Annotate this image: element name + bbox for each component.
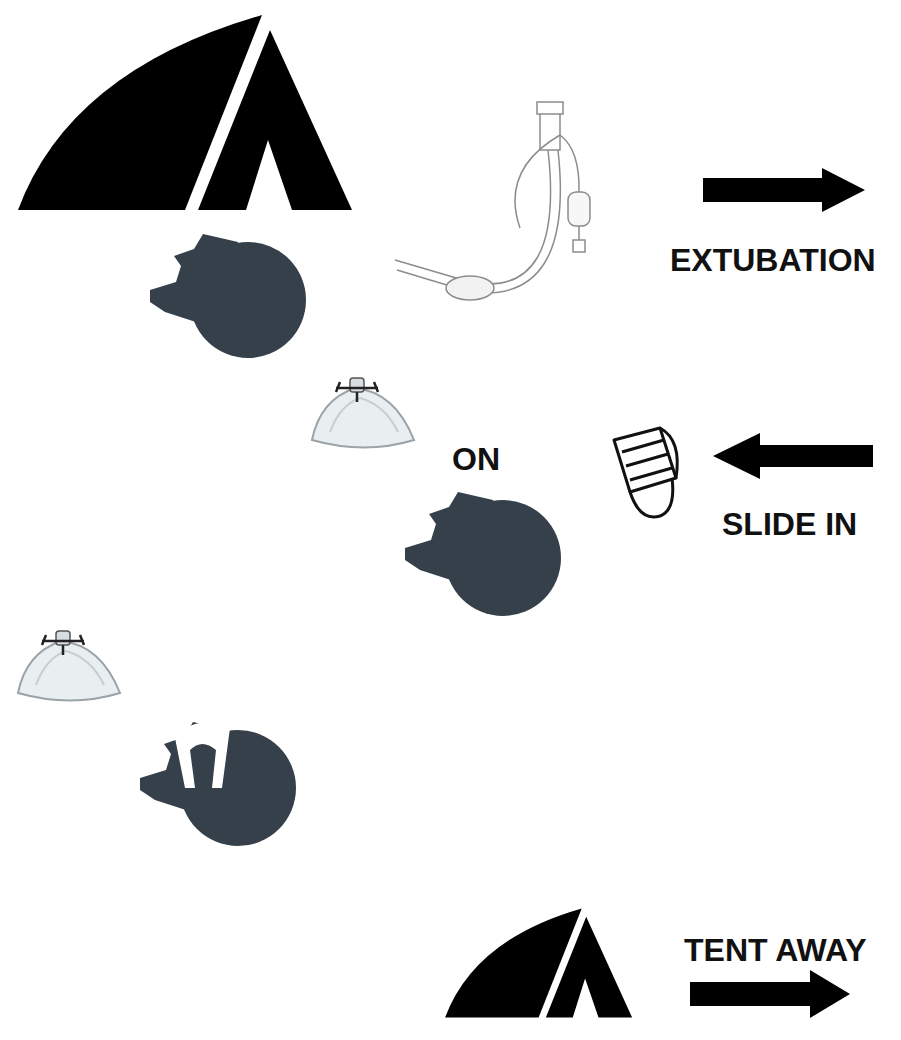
step-label: ON [452, 443, 500, 475]
endotracheal-tube [395, 102, 590, 300]
patient-head-masked [140, 722, 296, 846]
step-label: SLIDE IN [722, 508, 857, 540]
patient-head [405, 492, 561, 616]
step-label: EXTUBATION [670, 244, 876, 276]
oxygen-mask [18, 631, 120, 701]
direction-arrow [703, 168, 865, 212]
direction-arrow [690, 970, 850, 1018]
oxygen-mask [312, 378, 414, 448]
patient-head [150, 234, 306, 358]
direction-arrow [713, 433, 873, 479]
tent-icon [445, 908, 632, 1017]
step-label: TENT AWAY [684, 934, 867, 966]
surgical-mask-icon [614, 428, 677, 517]
tent-icon [18, 15, 352, 210]
